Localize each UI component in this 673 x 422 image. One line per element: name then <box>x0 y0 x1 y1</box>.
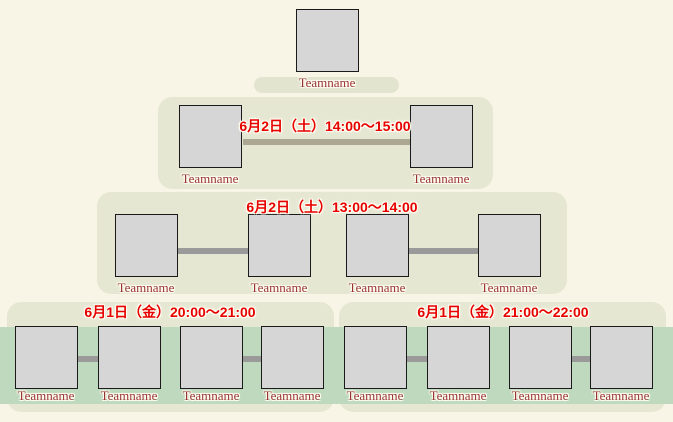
team-box <box>179 105 242 168</box>
team-label: Teamname <box>348 280 406 295</box>
team-label: Teamname <box>511 388 569 403</box>
team-box <box>478 214 541 277</box>
match-connector <box>178 248 248 254</box>
team-box <box>509 326 572 389</box>
match-connector <box>409 248 478 254</box>
team-label: Teamname <box>250 280 308 295</box>
team-label: Teamname <box>181 171 239 186</box>
team-label: Teamname <box>100 388 158 403</box>
team-label: Teamname <box>429 388 487 403</box>
round1-left-schedule-label: 6月1日（金）20:00～21:00 <box>84 304 256 320</box>
team-label: Teamname <box>117 280 175 295</box>
team-label: Teamname <box>480 280 538 295</box>
team-box <box>15 326 78 389</box>
team-label: Teamname <box>17 388 75 403</box>
winner-label-plate <box>254 77 399 93</box>
quarterfinal-schedule-label: 6月2日（土）13:00～14:00 <box>246 199 418 215</box>
match-connector <box>78 356 98 362</box>
team-label: Teamname <box>412 171 470 186</box>
team-box <box>410 105 473 168</box>
match-connector <box>572 356 590 362</box>
team-label: Teamname <box>592 388 650 403</box>
team-box <box>296 9 359 72</box>
team-label: Teamname <box>298 75 356 90</box>
match-connector <box>243 356 261 362</box>
team-box <box>346 214 409 277</box>
team-label: Teamname <box>346 388 404 403</box>
match-connector <box>407 356 427 362</box>
team-box <box>261 326 324 389</box>
team-box <box>115 214 178 277</box>
team-box <box>98 326 161 389</box>
match-connector <box>243 139 411 145</box>
team-box <box>427 326 490 389</box>
round1-right-schedule-label: 6月1日（金）21:00～22:00 <box>417 304 589 320</box>
semifinal-schedule-label: 6月2日（土）14:00～15:00 <box>239 118 411 134</box>
team-label: Teamname <box>182 388 240 403</box>
team-label: Teamname <box>263 388 321 403</box>
team-box <box>180 326 243 389</box>
team-box <box>590 326 653 389</box>
team-box <box>248 214 311 277</box>
team-box <box>344 326 407 389</box>
